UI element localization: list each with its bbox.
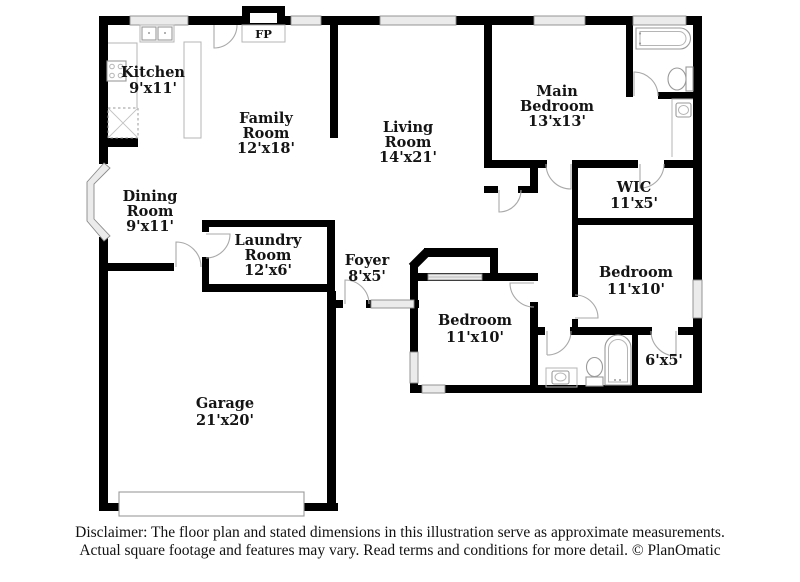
room-label-dining-dims: 9'x11' (126, 218, 174, 235)
kitchen-island-counter (183, 41, 202, 139)
closet-doors-bifold (427, 273, 483, 281)
room-label-laundry-dims: 12'x6' (244, 262, 292, 279)
window (379, 15, 457, 26)
doors (175, 24, 677, 357)
hall-bathtub-icon (604, 334, 632, 386)
room-labels: Kitchen 9'x11' Family Room 12'x18' Livin… (121, 64, 683, 429)
door-swing (545, 163, 572, 190)
window (129, 15, 189, 26)
main-bath-fixtures (635, 27, 694, 157)
door-swing (509, 282, 535, 308)
main-bathtub-icon (635, 27, 691, 50)
room-label-family-name2: Room (243, 125, 290, 142)
bay-window (86, 162, 111, 242)
room-label-wic-name: WIC (616, 179, 652, 196)
room-label-kitchen-dims: 9'x11' (129, 80, 177, 97)
window (409, 351, 419, 384)
door-swing (650, 330, 677, 357)
room-label-garage-name: Garage (196, 395, 254, 412)
room-label-living-name1: Living (383, 119, 433, 136)
door-swing (639, 163, 665, 189)
room-label-living-dims: 14'x21' (379, 149, 437, 166)
door-swing (633, 71, 659, 97)
kitchen-sink-icon (139, 24, 175, 43)
pantry-icon (107, 107, 139, 139)
room-label-bedroom-right-name: Bedroom (599, 264, 674, 281)
room-label-main-bedroom-name1: Main (536, 83, 578, 100)
room-label-family-dims: 12'x18' (237, 140, 295, 157)
room-label-bedroom-right-dims: 11'x10' (607, 281, 665, 298)
window (533, 15, 586, 26)
hall-bath-fixtures (545, 334, 632, 388)
room-label-living-name2: Room (385, 134, 432, 151)
door-swing (175, 241, 202, 268)
main-toilet-icon (667, 66, 694, 92)
main-vanity-sink-icon (671, 98, 693, 157)
door-swing (205, 233, 231, 259)
room-label-closet-dims: 6'x5' (645, 352, 683, 369)
room-label-laundry-name1: Laundry (235, 232, 302, 249)
disclaimer-line-1: Disclaimer: The floor plan and stated di… (75, 524, 725, 541)
door-swing (213, 24, 238, 49)
room-label-bedroom-center-name: Bedroom (438, 312, 513, 329)
hall-toilet-icon (585, 356, 604, 387)
room-label-kitchen-name: Kitchen (121, 64, 185, 81)
room-label-wic-dims: 11'x5' (610, 195, 658, 212)
stove-icon (106, 60, 127, 82)
window (421, 384, 446, 394)
room-label-main-bedroom-dims: 13'x13' (528, 113, 586, 130)
door-swing (546, 330, 572, 356)
room-label-family-name1: Family (239, 110, 293, 127)
disclaimer: Disclaimer: The floor plan and stated di… (0, 524, 800, 560)
window (290, 15, 322, 26)
windows (86, 15, 703, 394)
room-label-foyer-name: Foyer (345, 252, 390, 269)
kitchen-counter (108, 42, 138, 108)
garage-door (118, 491, 305, 517)
room-label-foyer-dims: 8'x5' (348, 268, 386, 285)
window (632, 15, 687, 26)
room-label-garage-dims: 21'x20' (196, 412, 254, 429)
room-label-bedroom-center-dims: 11'x10' (446, 329, 504, 346)
door-swing (498, 189, 522, 213)
fireplace: FP (241, 6, 286, 43)
room-label-dining-name1: Dining (123, 188, 178, 205)
room-label-main-bedroom-name2: Bedroom (520, 98, 595, 115)
door-swing (344, 279, 370, 305)
kitchen-fixtures (106, 24, 202, 139)
door-swing (574, 294, 599, 319)
disclaimer-line-2: Actual square footage and features may v… (79, 542, 721, 559)
window (370, 299, 415, 309)
fireplace-label: FP (255, 27, 272, 41)
window (692, 279, 703, 319)
room-label-laundry-name2: Room (245, 247, 292, 264)
hall-vanity-sink-icon (545, 367, 578, 388)
room-label-dining-name2: Room (127, 203, 174, 220)
